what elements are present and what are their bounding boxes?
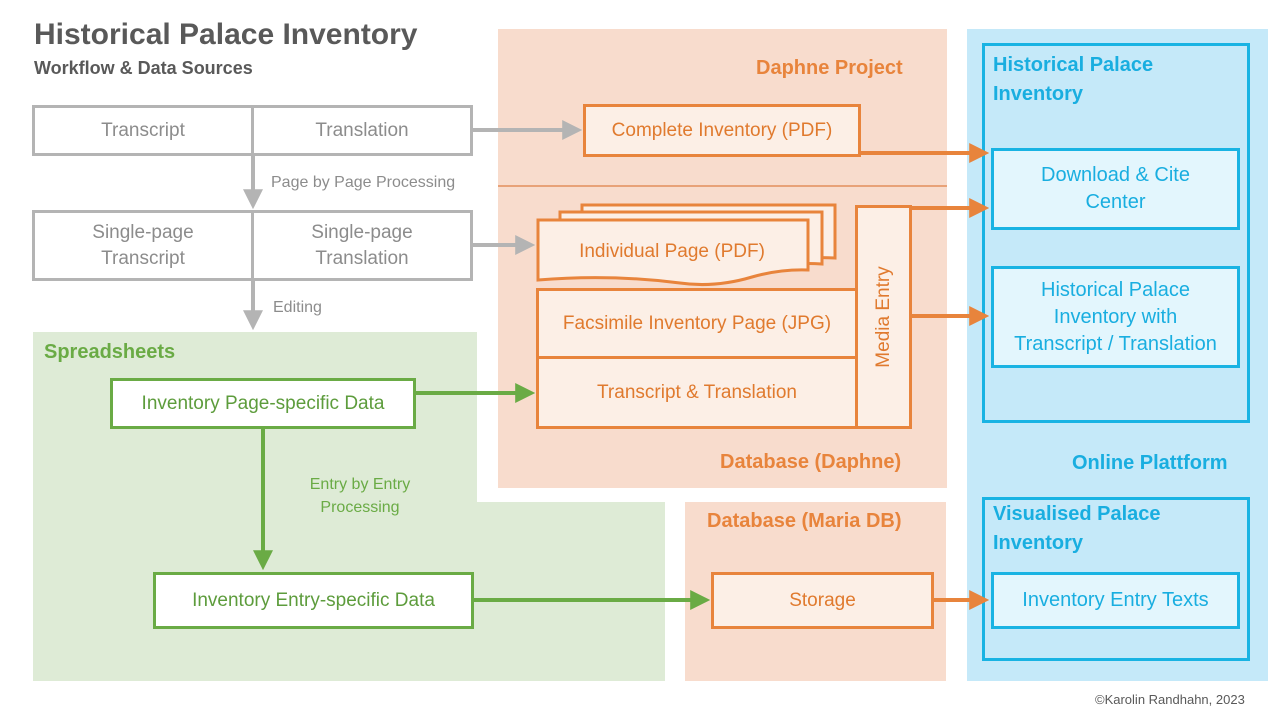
page-specific-data-label: Inventory Page-specific Data — [141, 392, 385, 414]
storage-box: Storage — [711, 572, 934, 629]
daphne-project-label: Daphne Project — [756, 57, 903, 79]
complete-inventory-label: Complete Inventory (PDF) — [611, 119, 833, 141]
individual-page-box: Individual Page (PDF) — [538, 232, 806, 272]
visualised-label-line-1: Visualised Palace — [993, 503, 1161, 525]
document-stack — [536, 203, 837, 287]
spreadsheets-label: Spreadsheets — [44, 341, 176, 363]
translation-label: Translation — [315, 119, 409, 141]
visualised-label-line-2: Inventory — [993, 532, 1084, 554]
download-cite-line-1: Download & Cite — [1041, 164, 1190, 186]
facsimile-page-box: Facsimile Inventory Page (JPG) — [536, 288, 858, 359]
transcript-translation-box: Transcript & Translation — [536, 356, 858, 429]
individual-page-label: Individual Page (PDF) — [579, 241, 765, 263]
media-entry-box: Media Entry — [855, 205, 912, 429]
transcript-box: Transcript — [32, 105, 254, 156]
entry-texts-box: Inventory Entry Texts — [991, 572, 1240, 629]
daphne-separator — [498, 185, 947, 187]
hpi-label-line-2: Inventory — [993, 83, 1084, 105]
page-specific-data-box: Inventory Page-specific Data — [110, 378, 416, 429]
entry-texts-label: Inventory Entry Texts — [1022, 589, 1209, 611]
page-subtitle: Workflow & Data Sources — [34, 58, 253, 78]
single-translation-line-2: Translation — [315, 247, 409, 269]
transcript-label: Transcript — [101, 119, 185, 141]
database-daphne-label: Database (Daphne) — [720, 451, 902, 473]
entry-specific-data-label: Inventory Entry-specific Data — [192, 589, 435, 611]
storage-label: Storage — [789, 589, 856, 611]
historical-palace-inventory-label: Historical Palace Inventory — [993, 51, 1153, 109]
copyright-notice: ©Karolin Randhahn, 2023 — [1095, 692, 1245, 707]
hpi-with-transcript-line-2: Inventory with — [1053, 305, 1178, 328]
transcript-translation-label: Transcript & Translation — [597, 381, 797, 403]
entry-by-entry-label: Entry by Entry Processing — [290, 473, 430, 519]
single-translation-box: Single-page Translation — [251, 210, 473, 281]
page-title: Historical Palace Inventory — [34, 18, 418, 51]
media-entry-label: Media Entry — [872, 266, 894, 368]
translation-box: Translation — [251, 105, 473, 156]
download-cite-box: Download & Cite Center — [991, 148, 1240, 230]
online-platform-label: Online Plattform — [1072, 452, 1228, 474]
entry-by-entry-line-1: Entry by Entry — [309, 476, 411, 493]
document-page-front — [536, 218, 810, 287]
hpi-with-transcript-box: Historical Palace Inventory with Transcr… — [991, 266, 1240, 368]
single-transcript-line-2: Transcript — [101, 247, 185, 269]
facsimile-page-label: Facsimile Inventory Page (JPG) — [562, 312, 832, 334]
single-transcript-box: Single-page Transcript — [32, 210, 254, 281]
spreadsheets-region-bottom — [477, 502, 665, 681]
entry-specific-data-box: Inventory Entry-specific Data — [153, 572, 474, 629]
single-translation-line-1: Single-page — [311, 221, 413, 243]
complete-inventory-box: Complete Inventory (PDF) — [583, 104, 861, 157]
mariadb-label: Database (Maria DB) — [707, 510, 902, 532]
visualised-inventory-label: Visualised Palace Inventory — [993, 500, 1161, 558]
download-cite-line-2: Center — [1085, 191, 1146, 213]
hpi-with-transcript-line-1: Historical Palace — [1041, 278, 1190, 301]
visualised-inventory-frame — [982, 497, 1250, 661]
entry-by-entry-line-2: Processing — [320, 499, 400, 517]
hpi-label-line-1: Historical Palace — [993, 54, 1154, 76]
single-transcript-line-1: Single-page — [92, 221, 194, 243]
page-by-page-label: Page by Page Processing — [271, 174, 456, 191]
historical-palace-inventory-frame — [982, 43, 1250, 423]
hpi-with-transcript-line-3: Transcript / Translation — [1014, 332, 1217, 355]
editing-label: Editing — [273, 299, 322, 316]
